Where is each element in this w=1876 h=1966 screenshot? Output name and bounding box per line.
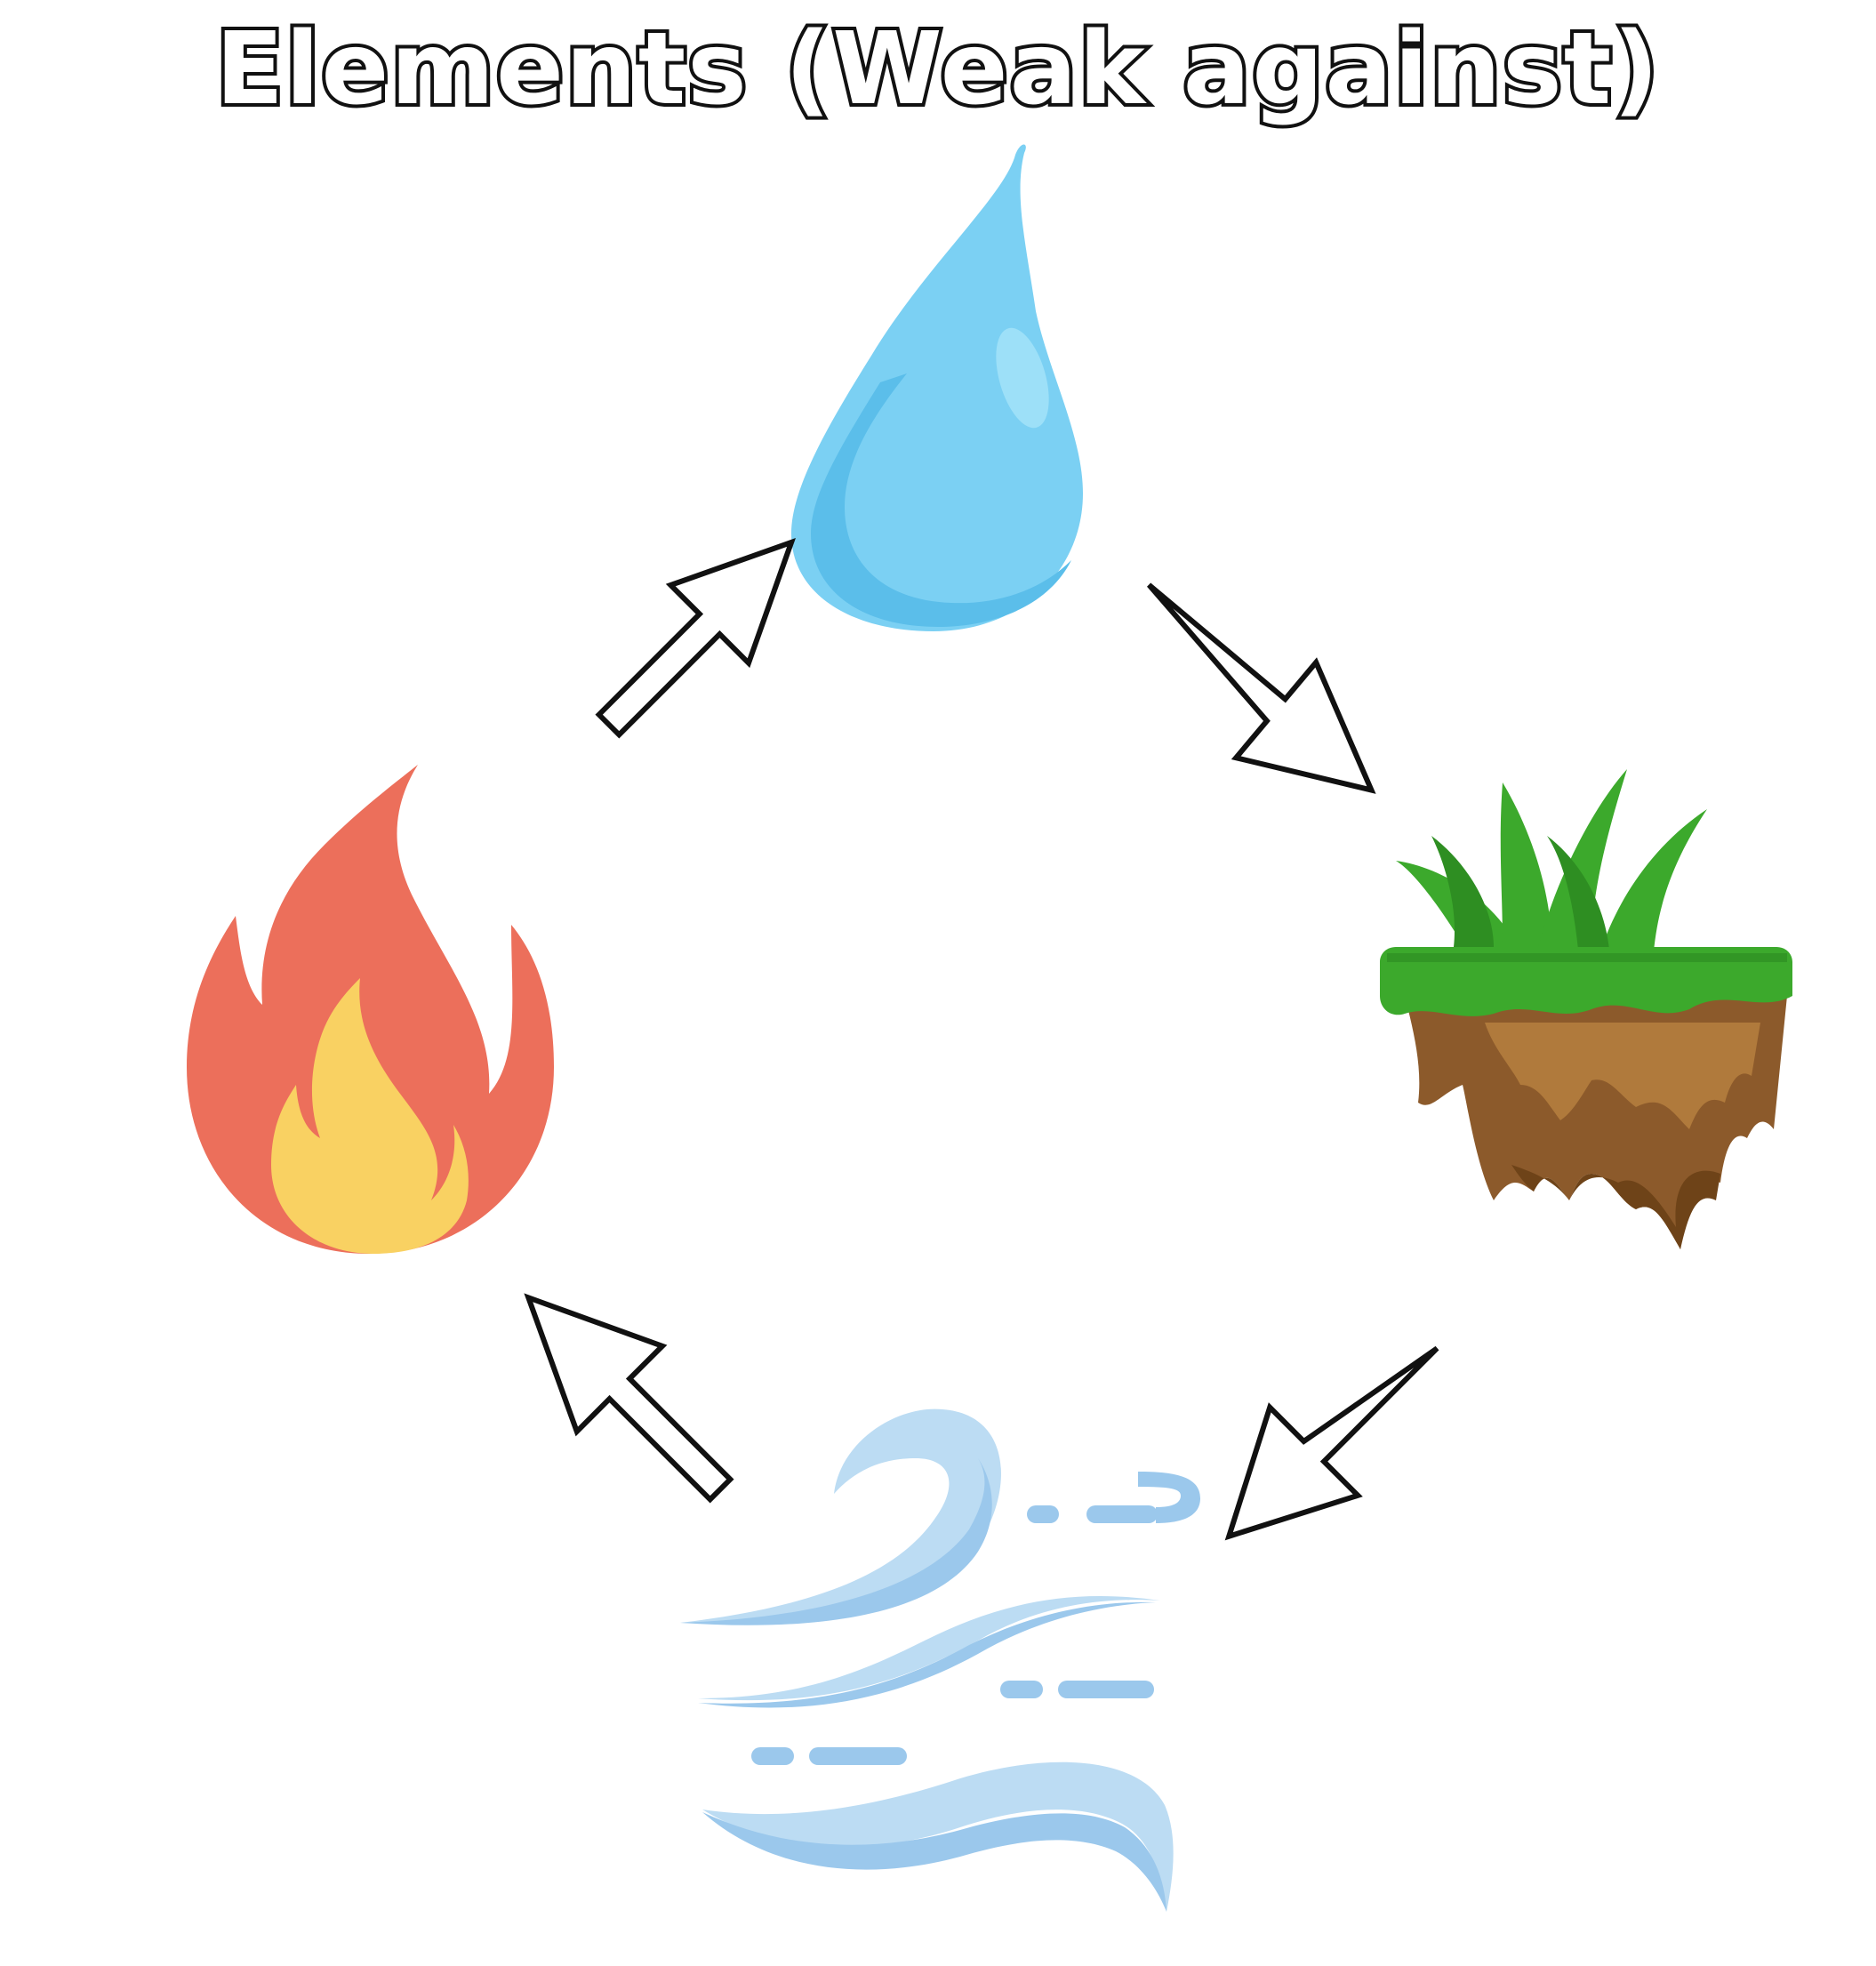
water-element (774, 142, 1094, 640)
arrow-fire-to-water (595, 538, 796, 739)
wind-gust-icon (680, 1408, 1200, 1912)
wind-element (676, 1387, 1209, 1921)
arrow-wind-to-fire (524, 1293, 734, 1504)
fire-element (182, 765, 556, 1263)
earth-element (1369, 756, 1796, 1254)
diagram-title: Elements (Weak against) (212, 8, 1662, 131)
arrow-water-to-earth (1147, 582, 1376, 794)
flame-icon (187, 765, 554, 1254)
water-drop-icon (791, 144, 1083, 631)
floating-grass-island-icon (1380, 769, 1792, 1249)
arrow-earth-to-wind (1224, 1345, 1439, 1541)
